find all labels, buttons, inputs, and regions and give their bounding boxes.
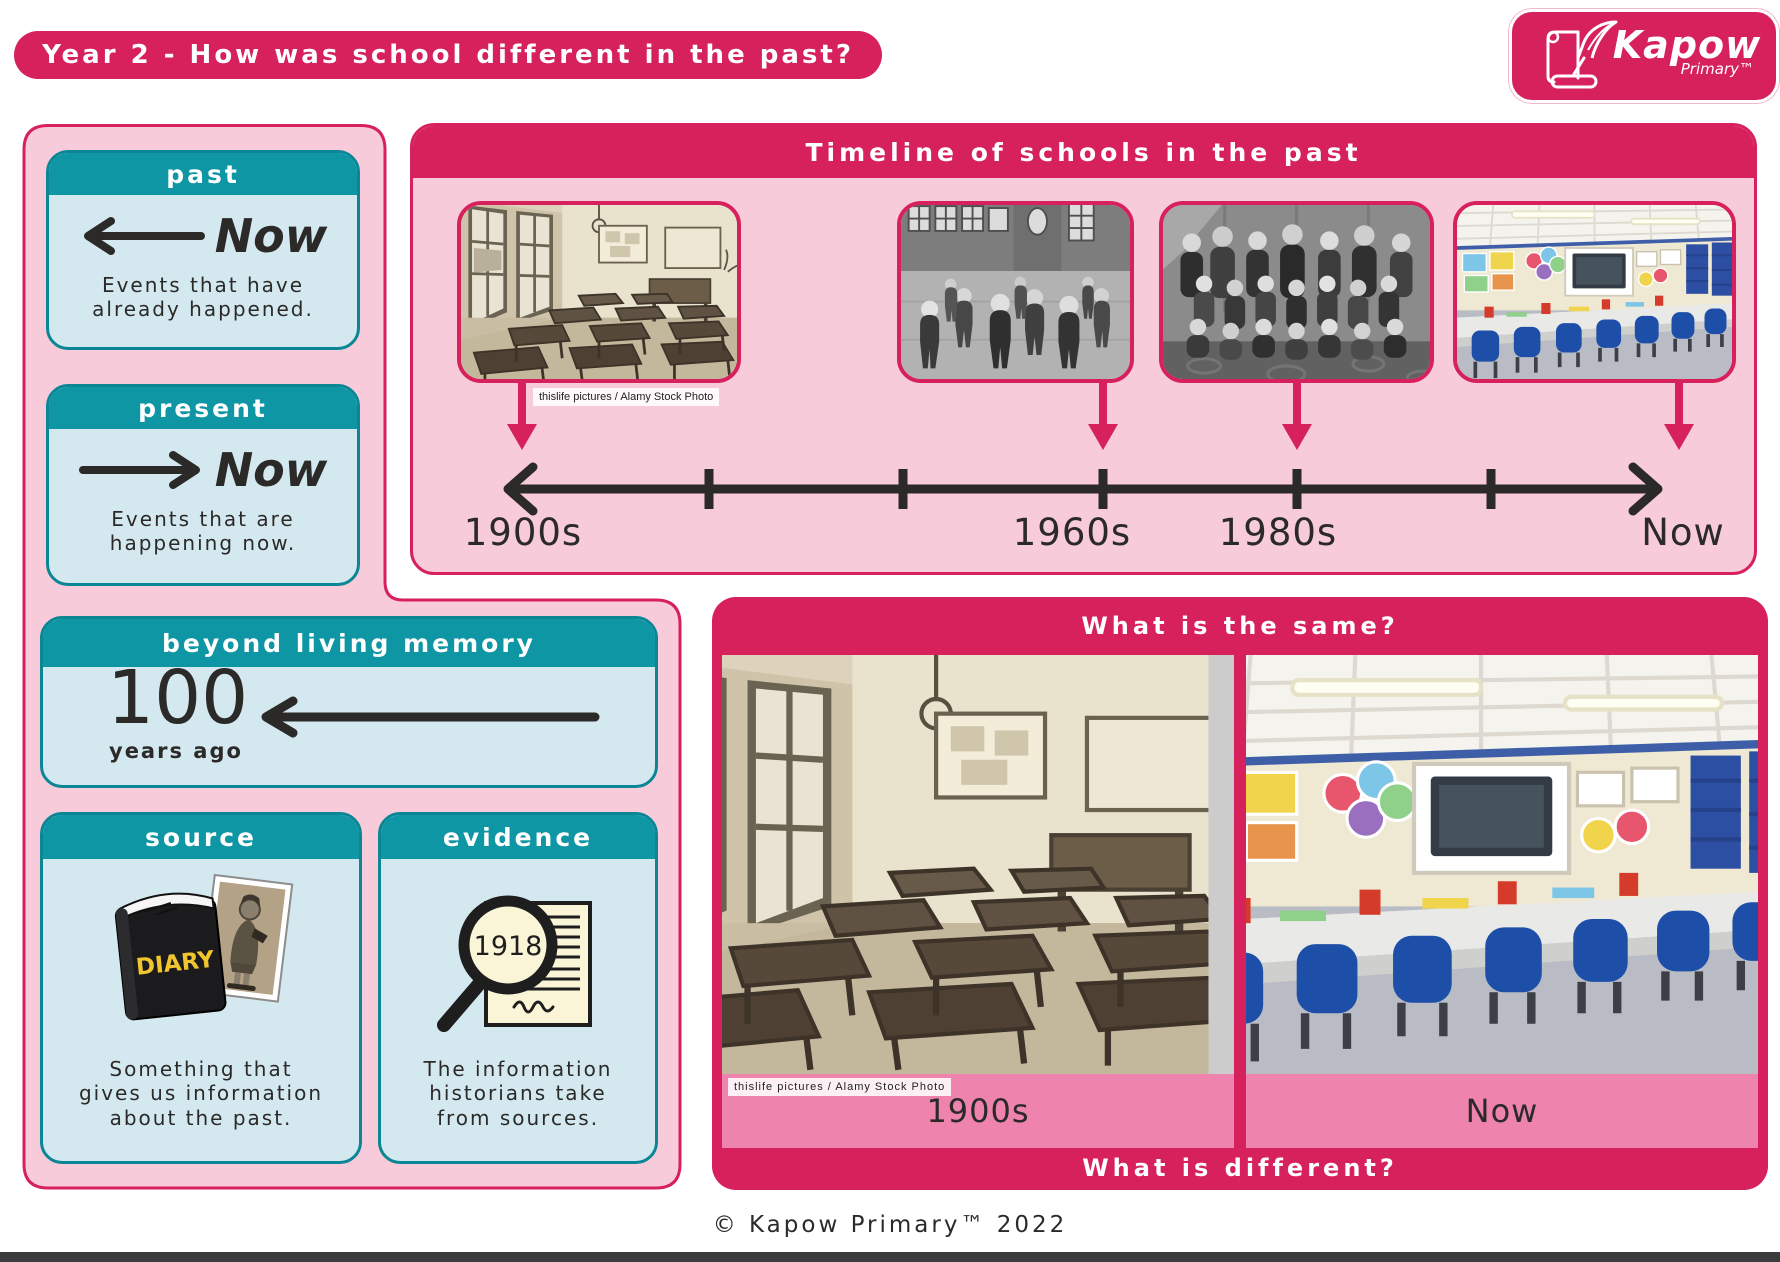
timeline-photo-classroom-1900s bbox=[457, 201, 741, 383]
past-description: Events that have already happened. bbox=[92, 273, 314, 322]
comparison-column-1900s: thislife pictures / Alamy Stock Photo 19… bbox=[722, 655, 1234, 1148]
card-source: source bbox=[40, 812, 362, 1164]
copyright-text: © Kapow Primary™ 2022 bbox=[712, 1212, 1068, 1238]
source-description: Something that gives us information abou… bbox=[78, 1057, 324, 1130]
timeline-photo-classroom-now bbox=[1453, 201, 1736, 383]
diary-photo-illustration: DIARY bbox=[114, 873, 294, 1021]
card-past-title: past bbox=[49, 153, 357, 195]
card-present: present Now Events that are happening no… bbox=[46, 384, 360, 586]
card-evidence: evidence 1918 The information historians… bbox=[378, 812, 658, 1164]
axis-label-1900s: 1900s bbox=[463, 511, 583, 554]
timeline-photo-playground-1960s bbox=[897, 201, 1134, 383]
present-now-label: Now bbox=[214, 443, 328, 497]
timeline-pointer-arrow-icon bbox=[505, 380, 539, 452]
timeline-photo-class-1980s bbox=[1159, 201, 1434, 383]
beyond-value: 100 bbox=[107, 655, 249, 741]
logo-brand-name: Kapow bbox=[1612, 23, 1762, 67]
axis-label-now: Now bbox=[1641, 511, 1725, 554]
scroll-quill-icon bbox=[1546, 20, 1618, 89]
comparison-right-label: Now bbox=[1465, 1092, 1539, 1130]
timeline-title: Timeline of schools in the past bbox=[413, 126, 1754, 178]
timeline-panel: Timeline of schools in the past thislife… bbox=[410, 123, 1757, 575]
axis-label-1960s: 1960s bbox=[1012, 511, 1132, 554]
comparison-photo-classroom-now bbox=[1246, 655, 1758, 1074]
photo-attribution: thislife pictures / Alamy Stock Photo bbox=[728, 1078, 952, 1096]
comparison-question-same: What is the same? bbox=[1081, 612, 1399, 640]
card-present-title: present bbox=[49, 387, 357, 429]
bottom-edge-bar bbox=[0, 1252, 1780, 1262]
evidence-description: The information historians take from sou… bbox=[423, 1057, 613, 1130]
card-evidence-title: evidence bbox=[381, 815, 655, 859]
card-beyond-title: beyond living memory bbox=[43, 619, 655, 667]
comparison-photo-classroom-1900s bbox=[722, 655, 1234, 1074]
beyond-unit: years ago bbox=[109, 739, 243, 763]
logo-brand-subname: Primary™ bbox=[1680, 60, 1754, 78]
card-beyond-living-memory: beyond living memory 100 years ago bbox=[40, 616, 658, 788]
comparison-panel: What is the same? thislife pictures / Al… bbox=[712, 597, 1768, 1190]
kapow-primary-logo: Kapow Primary™ bbox=[1512, 12, 1776, 100]
timeline-pointer-arrow-icon bbox=[1662, 380, 1696, 452]
page-title: Year 2 - How was school different in the… bbox=[14, 31, 882, 79]
comparison-left-label: 1900s bbox=[926, 1092, 1030, 1130]
right-arrow-icon bbox=[78, 451, 200, 489]
comparison-column-now: Now bbox=[1246, 655, 1758, 1148]
card-past: past Now Events that have already happen… bbox=[46, 150, 360, 350]
card-source-title: source bbox=[43, 815, 359, 859]
magnifier-year-label: 1918 bbox=[474, 931, 543, 962]
present-description: Events that are happening now. bbox=[109, 507, 297, 556]
timeline-pointer-arrow-icon bbox=[1280, 380, 1314, 452]
timeline-axis bbox=[503, 462, 1663, 516]
timeline-pointer-arrow-icon bbox=[1086, 380, 1120, 452]
left-arrow-icon bbox=[83, 217, 205, 255]
magnifying-glass-document-illustration: 1918 bbox=[437, 895, 592, 1032]
long-left-arrow-icon bbox=[261, 696, 600, 738]
axis-label-1980s: 1980s bbox=[1218, 511, 1338, 554]
comparison-question-different: What is different? bbox=[1082, 1154, 1398, 1182]
past-now-label: Now bbox=[214, 209, 328, 263]
photo-attribution: thislife pictures / Alamy Stock Photo bbox=[533, 388, 720, 406]
